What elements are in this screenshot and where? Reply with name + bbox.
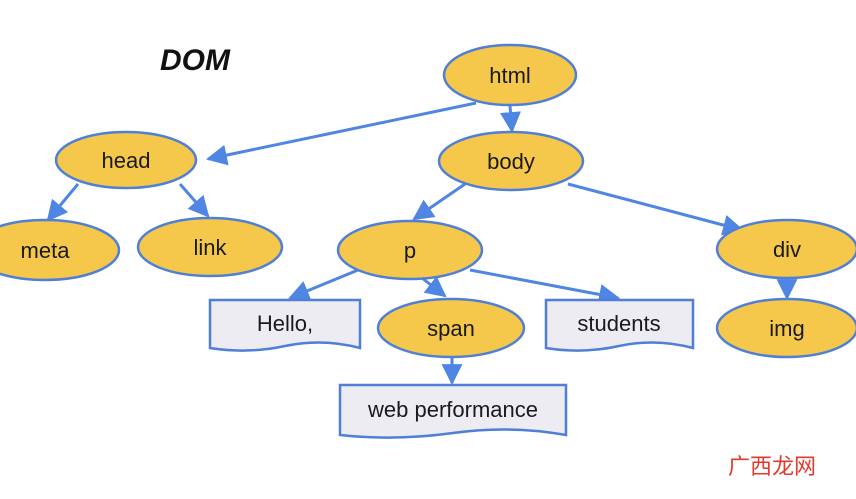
node-div-label: div [773, 237, 801, 262]
edge-head-meta [46, 183, 80, 222]
edge-body-div [567, 182, 745, 236]
node-html-label: html [489, 63, 531, 88]
node-meta-label: meta [21, 238, 71, 263]
text-node-students-label: students [577, 311, 660, 336]
node-span: span [376, 297, 526, 359]
node-link-label: link [193, 235, 227, 260]
edge-html-head [205, 101, 477, 166]
diagram-title: DOM [160, 44, 231, 77]
text-node-web-performance: web performance [338, 383, 568, 439]
edge-head-link [178, 183, 210, 218]
edge-p-span [421, 276, 447, 298]
node-body: body [437, 130, 585, 192]
edge-body-p [412, 182, 466, 221]
edge-html-body [500, 105, 521, 134]
node-head-label: head [102, 148, 151, 173]
node-head: head [54, 130, 198, 190]
node-img: img [715, 297, 856, 359]
edge-p-students [469, 268, 621, 305]
text-node-web-performance-label: web performance [367, 397, 538, 422]
node-html: html [442, 43, 578, 107]
node-span-label: span [427, 316, 475, 341]
node-p: p [336, 219, 484, 281]
text-node-students: students [544, 298, 695, 352]
watermark-text: 广西龙网 [728, 455, 816, 480]
text-node-hello: Hello, [208, 298, 362, 352]
node-p-label: p [404, 238, 416, 263]
node-div: div [715, 218, 856, 280]
node-img-label: img [769, 316, 804, 341]
edge-p-hello [288, 268, 359, 301]
node-meta: meta [0, 218, 121, 282]
edges [46, 101, 798, 386]
node-body-label: body [487, 149, 535, 174]
text-node-hello-label: Hello, [257, 311, 313, 336]
node-link: link [136, 216, 284, 278]
